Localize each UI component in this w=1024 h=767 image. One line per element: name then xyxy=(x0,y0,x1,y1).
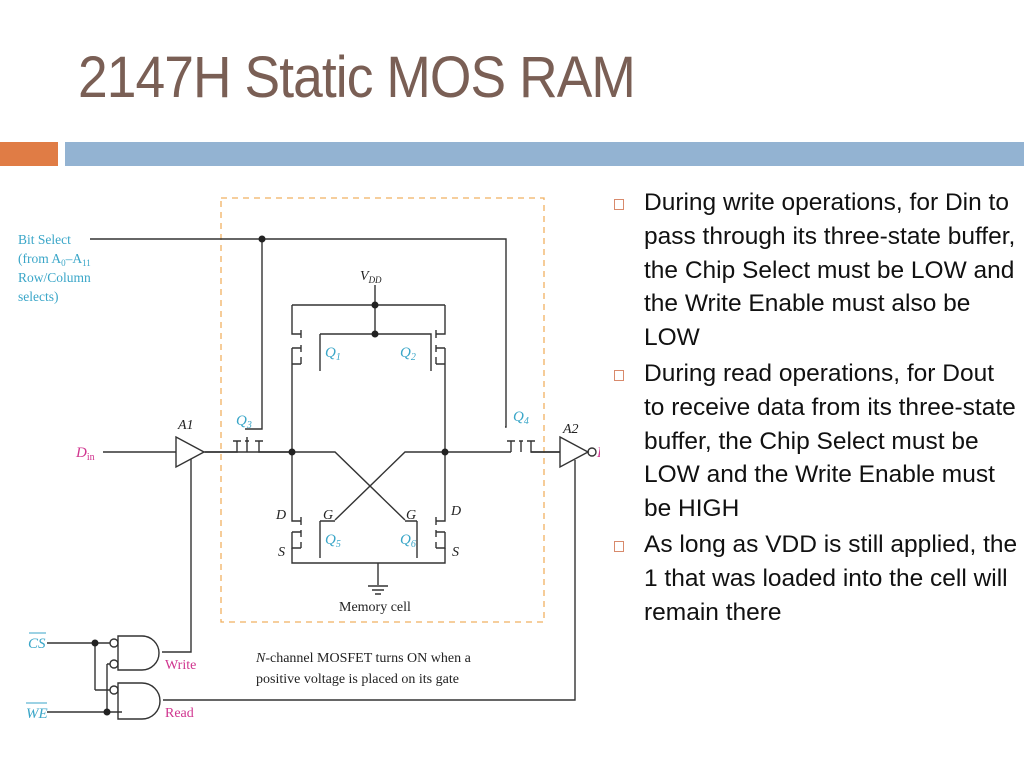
we-label: WE xyxy=(26,706,48,722)
q3-label: Q3 xyxy=(236,413,252,431)
read-label: Read xyxy=(165,706,194,721)
selects-label: selects) xyxy=(18,289,58,304)
q4-symbol xyxy=(507,440,560,453)
q6-gate-label: G xyxy=(406,508,416,523)
bit-select-wire xyxy=(90,238,507,428)
ground-rail xyxy=(291,548,446,585)
cs-bubble xyxy=(109,638,119,648)
bit-select-from-label: (from A0–A11 xyxy=(18,251,91,268)
bullet-item: During read operations, for Dout to rece… xyxy=(610,357,1020,526)
junction-dot xyxy=(371,330,379,338)
nmos-note-line1: N-channel MOSFET turns ON when a xyxy=(255,651,472,666)
overbar xyxy=(26,632,47,704)
din-label: Din xyxy=(75,445,95,463)
square-bullet-icon xyxy=(614,369,624,381)
cs-label: CS xyxy=(28,636,46,652)
bullet-list: During write operations, for Din to pass… xyxy=(610,186,1020,631)
inverter-bubble-icon xyxy=(587,447,597,457)
a2-label: A2 xyxy=(562,422,579,437)
dout-label: Dout xyxy=(596,445,600,463)
buffer-a2-icon xyxy=(559,435,590,469)
nmos-note-line2: positive voltage is placed on its gate xyxy=(256,672,459,687)
junction-dot xyxy=(288,448,296,456)
bit-select-label: Bit Select xyxy=(18,232,71,247)
buffer-a1-icon xyxy=(175,435,206,469)
q2-label: Q2 xyxy=(400,345,416,363)
bit-select-to-q3 xyxy=(245,239,263,430)
accent-bar-orange xyxy=(0,142,58,166)
read-enable-a2-wire xyxy=(163,460,576,701)
node-wire-right xyxy=(334,451,511,521)
bullet-text: During write operations, for Din to pass… xyxy=(644,189,1016,352)
q1-label: Q1 xyxy=(325,345,341,363)
node-wire-left xyxy=(232,451,406,521)
q1-symbol xyxy=(292,330,432,371)
square-bullet-icon xyxy=(614,540,624,552)
square-bullet-icon xyxy=(614,199,624,210)
vdd-label: VDD xyxy=(360,269,382,285)
and-gate-write-icon xyxy=(117,635,160,671)
q4-label: Q4 xyxy=(513,409,529,427)
a1-label: A1 xyxy=(177,418,194,433)
bullet-item: During write operations, for Din to pass… xyxy=(610,186,1020,355)
memory-cell-boundary xyxy=(220,197,545,623)
memory-cell-label: Memory cell xyxy=(339,600,411,615)
sram-cell-schematic: Bit Select (from A0–A11 Row/Column selec… xyxy=(18,197,600,722)
junction-dot xyxy=(103,708,111,716)
we-bubble xyxy=(109,659,119,669)
read-cs-bubble xyxy=(109,685,119,695)
q5-drain-label: D xyxy=(275,508,286,523)
q3-symbol xyxy=(205,437,292,453)
q5-source-label: S xyxy=(278,545,285,560)
bullet-text: As long as VDD is still applied, the 1 t… xyxy=(644,530,1018,626)
q6-source-label: S xyxy=(452,545,459,560)
q6-label: Q6 xyxy=(400,532,416,550)
write-enable-a1-wire xyxy=(162,459,192,653)
accent-bar-blue xyxy=(65,142,1024,166)
vdd-rail xyxy=(291,304,446,335)
slide-title: 2147H Static MOS RAM xyxy=(78,45,636,110)
and-gate-read-icon xyxy=(117,682,161,720)
q6-drain-label: D xyxy=(450,504,461,519)
q2-symbol xyxy=(435,330,445,365)
write-label: Write xyxy=(165,658,196,673)
q5-label: Q5 xyxy=(325,532,341,550)
junction-dot xyxy=(371,301,379,309)
ground-icon xyxy=(368,585,388,595)
junction-dot xyxy=(91,639,99,647)
q5-gate-label: G xyxy=(323,508,333,523)
junction-dot xyxy=(258,235,266,243)
row-column-label: Row/Column xyxy=(18,270,91,285)
junction-dot xyxy=(441,448,449,456)
bullet-item: As long as VDD is still applied, the 1 t… xyxy=(610,528,1020,629)
bullet-text: During read operations, for Dout to rece… xyxy=(644,359,1016,523)
